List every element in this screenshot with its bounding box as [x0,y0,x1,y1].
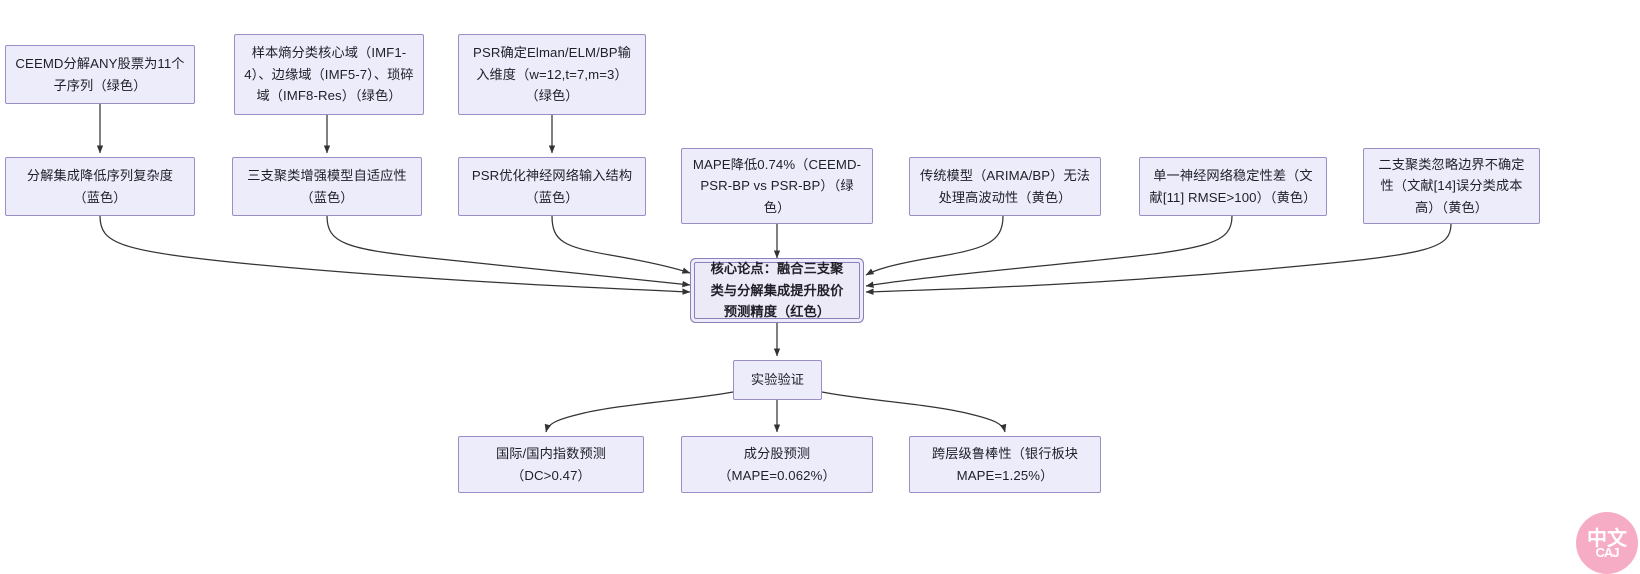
node-label: 核心论点：融合三支聚类与分解集成提升股价预测精度（红色） [710,261,844,320]
node-label: PSR优化神经网络输入结构（蓝色） [471,168,633,205]
node-reduce-sequence-complexity[interactable]: 分解集成降低序列复杂度（蓝色） [5,157,195,216]
node-mape-improvement[interactable]: MAPE降低0.74%（CEEMD-PSR-BP vs PSR-BP）（绿色） [681,148,873,224]
node-label: 分解集成降低序列复杂度（蓝色） [26,168,174,205]
node-label: 样本熵分类核心域（IMF1-4）、边缘域（IMF5-7）、琐碎域（IMF8-Re… [244,45,414,104]
node-label: 三支聚类增强模型自适应性（蓝色） [247,168,407,205]
edge-n4-core [99,215,691,295]
edge-n5-core [326,215,691,288]
node-experimental-validation[interactable]: 实验验证 [733,360,822,400]
watermark-primary: 中文 [1587,528,1627,550]
node-label: 传统模型（ARIMA/BP）无法处理高波动性（黄色） [919,168,1091,205]
node-two-way-clustering-limitation[interactable]: 二支聚类忽略边界不确定性（文献[14]误分类成本高）（黄色） [1363,148,1540,224]
edge-n6-core [551,215,691,274]
node-label: 跨层级鲁棒性（银行板块MAPE=1.25%） [931,446,1079,483]
edge-n9-core [865,215,1233,288]
node-constituent-stock-prediction[interactable]: 成分股预测（MAPE=0.062%） [681,436,873,493]
node-core-argument[interactable]: 核心论点：融合三支聚类与分解集成提升股价预测精度（红色） [694,261,860,319]
watermark-badge: 中文 CAJ [1576,512,1638,574]
node-label: PSR确定Elman/ELM/BP输入维度（w=12,t=7,m=3）（绿色） [473,45,631,104]
node-traditional-model-limitation[interactable]: 传统模型（ARIMA/BP）无法处理高波动性（黄色） [909,157,1101,216]
node-label: 单一神经网络稳定性差（文献[11] RMSE>100）（黄色） [1149,168,1317,205]
watermark-text: 中文 CAJ [1587,529,1627,559]
node-ceemd-decomposition[interactable]: CEEMD分解ANY股票为11个子序列（绿色） [5,45,195,104]
edge-n10-core [865,223,1452,295]
node-label: 实验验证 [750,372,805,388]
watermark-secondary: CAJ [1595,545,1619,560]
edge-n8-core [865,215,1004,276]
node-sample-entropy-classification[interactable]: 样本熵分类核心域（IMF1-4）、边缘域（IMF5-7）、琐碎域（IMF8-Re… [234,34,424,115]
node-psr-optimize-network-input[interactable]: PSR优化神经网络输入结构（蓝色） [458,157,646,216]
node-single-network-instability[interactable]: 单一神经网络稳定性差（文献[11] RMSE>100）（黄色） [1139,157,1327,216]
node-index-prediction[interactable]: 国际/国内指数预测（DC>0.47） [458,436,644,493]
node-cross-level-robustness[interactable]: 跨层级鲁棒性（银行板块MAPE=1.25%） [909,436,1101,493]
node-label: CEEMD分解ANY股票为11个子序列（绿色） [15,56,185,93]
edge-n11-n14 [821,391,1007,433]
node-label: 成分股预测（MAPE=0.062%） [718,446,836,483]
node-label: 二支聚类忽略边界不确定性（文献[14]误分类成本高）（黄色） [1378,156,1525,215]
node-label: MAPE降低0.74%（CEEMD-PSR-BP vs PSR-BP）（绿色） [692,156,862,215]
node-label: 国际/国内指数预测（DC>0.47） [495,446,607,483]
edge-n11-n12 [544,391,734,433]
node-psr-input-dimension[interactable]: PSR确定Elman/ELM/BP输入维度（w=12,t=7,m=3）（绿色） [458,34,646,115]
node-three-way-clustering-adaptivity[interactable]: 三支聚类增强模型自适应性（蓝色） [232,157,422,216]
